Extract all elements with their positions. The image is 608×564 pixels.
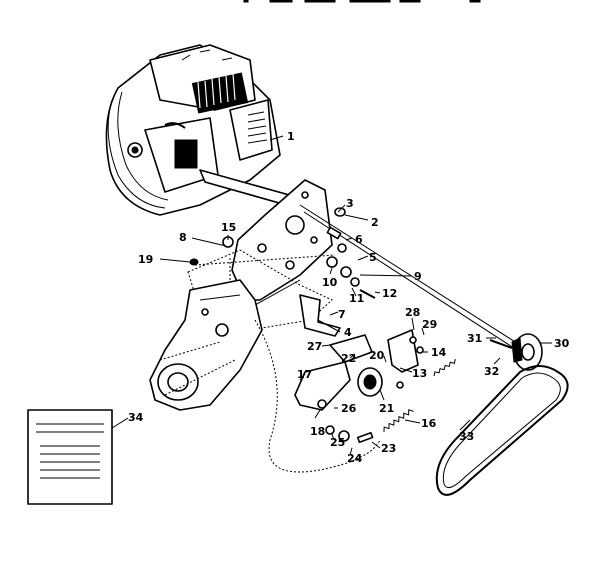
drive-belt <box>435 365 569 496</box>
owners-manual-icon <box>27 409 113 505</box>
callout-7: 7 <box>338 308 346 321</box>
callout-17: 17 <box>297 368 312 381</box>
idler-assembly <box>294 294 424 444</box>
callout-21: 21 <box>379 402 394 415</box>
top-edge-artifacts <box>243 0 481 3</box>
callout-22: 22 <box>341 352 356 365</box>
callout-24: 24 <box>347 452 363 465</box>
callout-8: 8 <box>179 231 187 244</box>
callout-20: 20 <box>369 349 385 362</box>
callout-15: 15 <box>221 221 236 234</box>
callout-12: 12 <box>382 287 397 300</box>
callout-9: 9 <box>414 270 422 283</box>
callout-13: 13 <box>412 367 427 380</box>
callout-33: 33 <box>459 430 474 443</box>
callout-16: 16 <box>421 417 437 430</box>
callout-30: 30 <box>554 337 570 350</box>
engine-side-grille <box>247 111 268 144</box>
drive-pulley <box>489 333 543 371</box>
engine-illustration <box>105 44 305 216</box>
callout-numbers: 1 2 3 4 5 6 7 8 9 10 11 12 13 14 15 16 1… <box>128 130 570 465</box>
callout-32: 32 <box>484 365 499 378</box>
callout-10: 10 <box>322 276 338 289</box>
callout-31: 31 <box>467 332 482 345</box>
callout-28: 28 <box>405 306 420 319</box>
callout-3: 3 <box>346 197 354 210</box>
callout-26: 26 <box>341 402 357 415</box>
callout-25: 25 <box>330 436 345 449</box>
fastener-stack <box>189 207 376 299</box>
callout-2: 2 <box>371 216 379 229</box>
engine-cooling-fins <box>197 73 236 109</box>
callout-5: 5 <box>369 251 377 264</box>
callout-23: 23 <box>381 442 396 455</box>
callout-6: 6 <box>355 233 363 246</box>
callout-29: 29 <box>422 318 437 331</box>
callout-11: 11 <box>349 292 364 305</box>
callout-4: 4 <box>344 326 352 339</box>
extension-springs <box>383 359 456 433</box>
lower-arm-housing <box>149 279 263 411</box>
callout-leaders <box>111 135 552 456</box>
callout-18: 18 <box>310 425 325 438</box>
callout-27: 27 <box>307 340 322 353</box>
callout-34: 34 <box>128 411 144 424</box>
callout-1: 1 <box>287 130 295 143</box>
callout-19: 19 <box>138 253 153 266</box>
callout-14: 14 <box>431 346 447 359</box>
